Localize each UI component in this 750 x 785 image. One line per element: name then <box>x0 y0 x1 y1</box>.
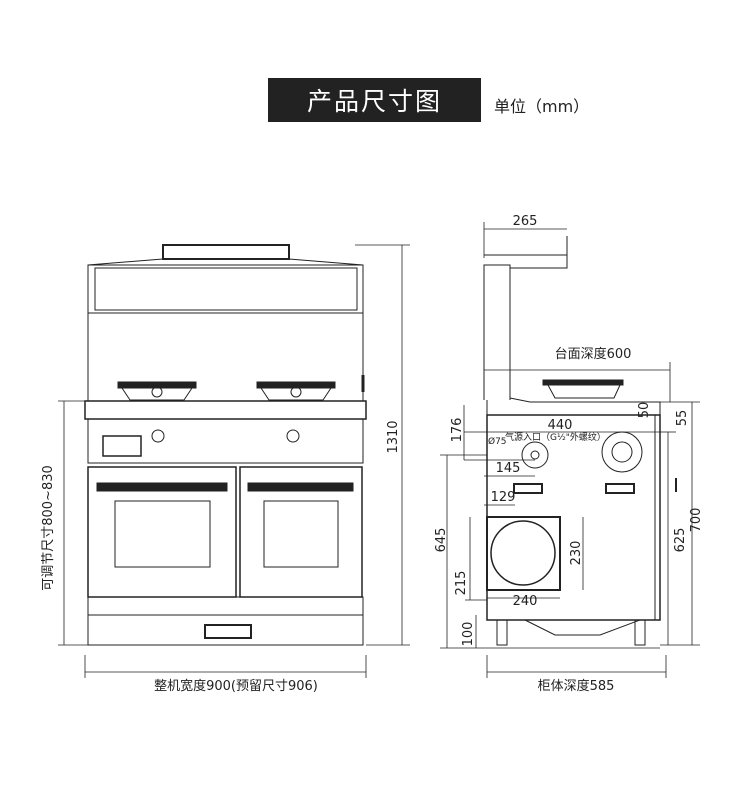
dim-129-label: 129 <box>491 490 516 505</box>
drawer-handle <box>204 624 252 639</box>
right-burner <box>256 381 336 401</box>
vent-bar <box>162 244 290 260</box>
left-burner <box>117 381 197 401</box>
front-foot <box>496 619 508 646</box>
side-counter <box>486 397 661 416</box>
right-oven-handle <box>247 482 354 492</box>
left-knob <box>151 429 165 443</box>
dim-700-label: 700 <box>689 508 704 533</box>
dim-50-label: 50 <box>637 402 652 419</box>
rear-foot <box>634 619 646 646</box>
plinth <box>87 596 364 616</box>
dim-100-label: 100 <box>461 622 476 647</box>
dim-625-label: 625 <box>673 528 688 553</box>
adjustable-height-label: 可调节尺寸800~830 <box>41 465 56 591</box>
control-panel <box>87 418 364 464</box>
drawer <box>87 614 364 646</box>
side-burner <box>542 379 624 399</box>
dim-265-label: 265 <box>513 214 538 229</box>
front-dimension-labels: 1310 可调节尺寸800~830 整机宽度900(预留尺寸906) <box>41 420 401 694</box>
dim-1310-label: 1310 <box>386 420 401 453</box>
right-oven-window <box>263 500 339 568</box>
dim-176-label: 176 <box>450 418 465 443</box>
page-title: 产品尺寸图 <box>268 78 481 122</box>
vent-square <box>486 516 561 591</box>
cabinet-depth-label: 柜体深度585 <box>538 678 615 694</box>
countertop <box>84 400 367 420</box>
side-dimension-labels: 265 台面深度600 440 50 55 176 Ø75 气源入口（G½"外螺… <box>434 214 704 694</box>
left-oven-handle <box>96 482 228 492</box>
hood-column <box>483 264 511 400</box>
hood-top <box>484 254 568 269</box>
width-label: 整机宽度900(预留尺寸906) <box>154 678 318 694</box>
flue-outlet <box>601 431 643 473</box>
left-oven-window <box>114 500 211 568</box>
hood-top-panel <box>87 264 364 314</box>
dim-440-label: 440 <box>548 418 573 433</box>
dim-645-label: 645 <box>434 528 449 553</box>
gas-inlet <box>521 441 549 469</box>
vent-duct <box>490 520 556 586</box>
front-view <box>58 244 410 678</box>
dim-145-label: 145 <box>496 461 521 476</box>
gas-inlet-label: 气源入口（G½"外螺纹） <box>505 431 606 443</box>
dim-240-label: 240 <box>513 594 538 609</box>
display-window <box>102 435 142 457</box>
side-view <box>440 222 700 678</box>
dim-230-label: 230 <box>569 541 584 566</box>
dim-55-label: 55 <box>675 410 690 427</box>
right-knob <box>286 429 300 443</box>
counter-depth-label: 台面深度600 <box>555 346 632 362</box>
hood-inner-panel <box>94 267 358 311</box>
dim-215-label: 215 <box>454 571 469 596</box>
unit-label: 单位（mm） <box>494 97 590 116</box>
gas-diameter-label: Ø75 <box>488 436 507 447</box>
